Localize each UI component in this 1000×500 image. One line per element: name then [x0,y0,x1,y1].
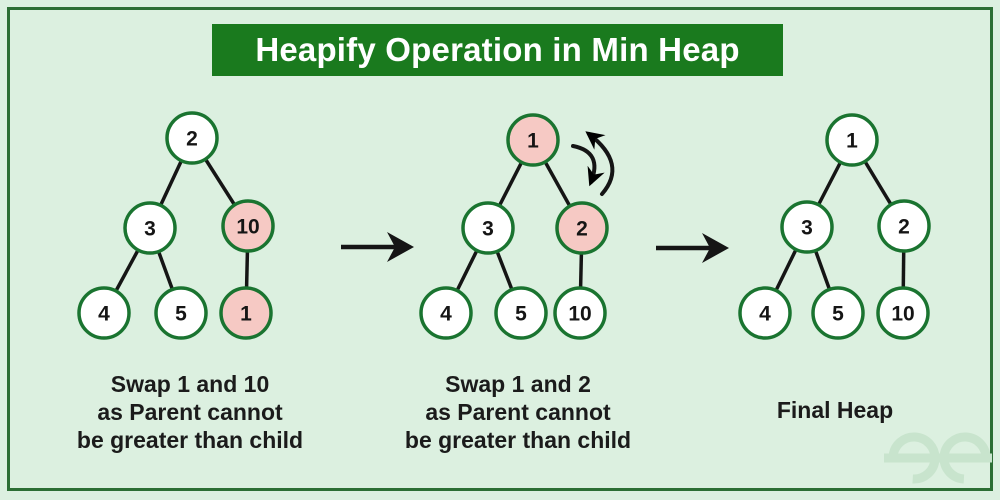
heap-node-value: 2 [576,218,588,241]
tree-after-first-swap: 1 3 2 4 5 10 [419,113,615,340]
heap-node-4 [738,286,792,340]
watermark-left-g [888,432,940,484]
swap-arrow-up-icon [585,131,615,196]
heap-node-3 [123,201,177,255]
caption-line: Swap 1 and 10 [110,371,270,397]
heap-node-3 [780,200,834,254]
heap-node-5 [811,286,865,340]
watermark-right-g [939,432,991,484]
heap-node-value: 10 [236,216,259,239]
heap-node-2 [877,199,931,253]
heap-node-value: 2 [186,128,198,151]
heap-node-4 [77,286,131,340]
heap-node-value: 1 [527,130,539,153]
geeksforgeeks-logo [884,432,992,484]
heap-node-10 [553,286,607,340]
heap-node-value: 10 [891,303,914,326]
step-arrow-icon [656,233,729,263]
heap-node-5 [154,286,208,340]
heap-node-value: 10 [568,303,591,326]
heap-node-value: 1 [846,130,858,153]
heap-node-value: 2 [898,216,910,239]
caption-line: Final Heap [776,397,894,423]
heap-node-value: 4 [759,303,771,326]
heap-node-value: 5 [515,303,527,326]
heap-node-value: 3 [482,218,494,241]
heap-node-4 [419,286,473,340]
heap-node-value: 1 [240,303,252,326]
page-title: Heapify Operation in Min Heap [255,31,740,68]
step-arrow-head [702,233,729,263]
step-arrow-head [387,232,414,262]
heap-node-1 [219,286,273,340]
heap-node-value: 4 [98,303,110,326]
caption-line: Swap 1 and 2 [445,371,591,397]
title-banner: Heapify Operation in Min Heap [212,24,783,76]
heap-node-10 [221,199,275,253]
heap-node-value: 5 [832,303,844,326]
caption-line: as Parent cannot [97,399,283,425]
tree-initial-heap: 2 3 10 4 5 1 [77,111,275,340]
heap-node-3 [461,201,515,255]
heap-node-2 [555,201,609,255]
tree-final-heap: 1 3 2 4 5 10 [738,113,931,340]
heap-node-value: 3 [801,217,813,240]
caption-line: be greater than child [404,427,632,453]
heap-node-5 [494,286,548,340]
step-arrow-icon [341,232,414,262]
heap-node-1 [506,113,560,167]
swap-arrow-down-icon [571,144,605,187]
heap-node-2 [165,111,219,165]
tree-caption-final-heap: Final Heap [777,396,893,424]
heap-node-value: 5 [175,303,187,326]
caption-line: as Parent cannot [425,399,611,425]
caption-line: be greater than child [76,427,304,453]
heap-node-10 [876,286,930,340]
heap-node-1 [825,113,879,167]
heap-node-value: 3 [144,218,156,241]
heap-node-value: 4 [440,303,452,326]
